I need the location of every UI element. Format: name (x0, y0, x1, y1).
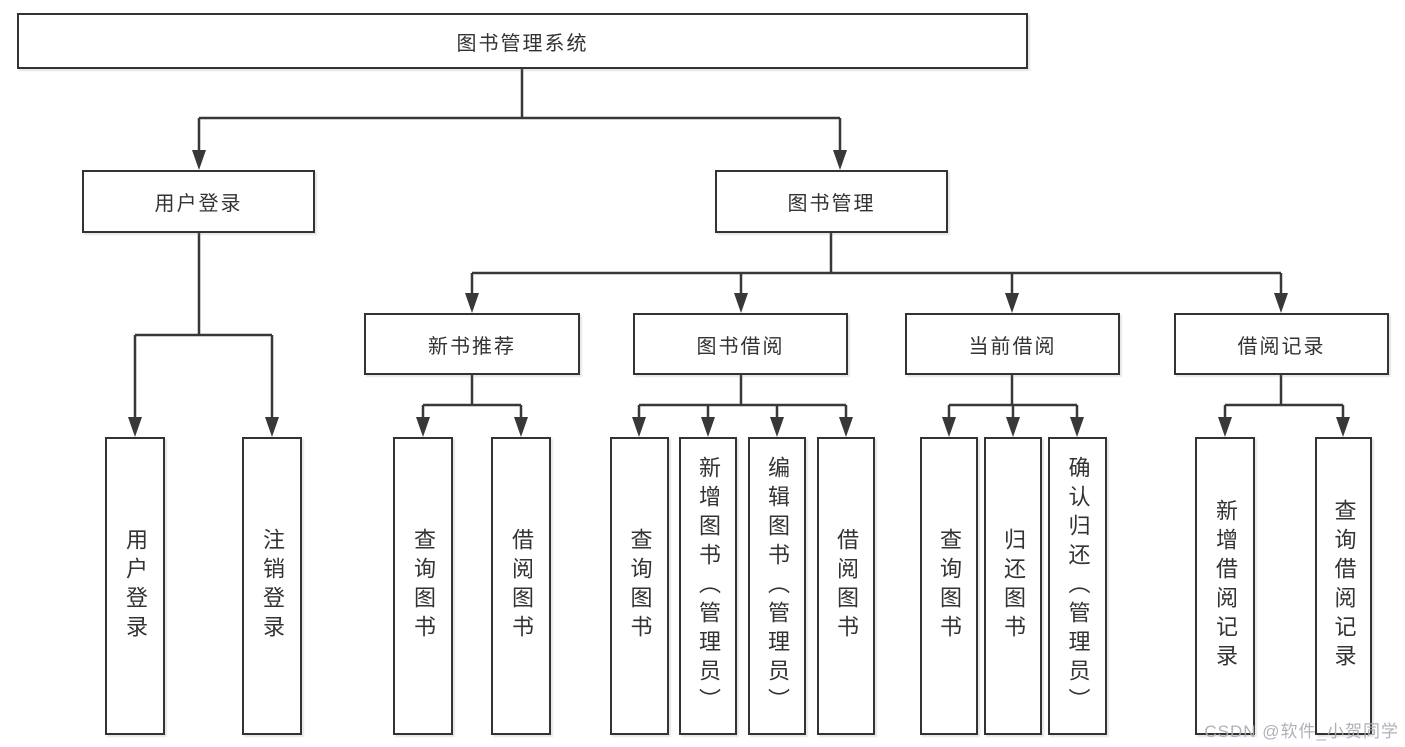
connector-current-borrow-children (947, 375, 1079, 420)
leaf-cb-confirm-return-admin: 确认归还（管理员） (1048, 437, 1107, 735)
node-root-system: 图书管理系统 (17, 13, 1028, 69)
leaf-bb-add-book-admin: 新增图书（管理员） (679, 437, 737, 735)
arrow-to-leaf-rec-borrow (514, 417, 528, 437)
node-book-management: 图书管理 (715, 170, 948, 233)
arrowheads (128, 150, 1350, 437)
arrow-to-book-borrow (734, 293, 748, 313)
arrow-to-book-mgmt (833, 150, 847, 170)
leaf-cb-query-book: 查询图书 (920, 437, 978, 735)
node-borrow-records: 借阅记录 (1174, 313, 1389, 375)
arrow-to-leaf-logout (265, 417, 279, 437)
node-new-book-recommend: 新书推荐 (364, 313, 580, 375)
arrow-to-leaf-bb-edit (770, 417, 784, 437)
node-current-borrow: 当前借阅 (905, 313, 1120, 375)
node-book-borrow: 图书借阅 (633, 313, 848, 375)
arrow-to-leaf-bb-query (632, 417, 646, 437)
csdn-watermark: CSDN @软件_小贺同学 (1204, 722, 1399, 741)
leaf-br-add-record: 新增借阅记录 (1195, 437, 1255, 735)
connector-root-to-level2 (197, 69, 842, 152)
arrow-to-current-borrow (1005, 293, 1019, 313)
leaf-br-query-record: 查询借阅记录 (1315, 437, 1372, 735)
arrow-to-leaf-cb-query (942, 417, 956, 437)
leaf-user-login: 用户登录 (105, 437, 165, 735)
arrow-to-leaf-br-add (1218, 417, 1232, 437)
arrow-to-borrow-records (1274, 293, 1288, 313)
connector-user-login-children (133, 233, 274, 420)
node-user-login: 用户登录 (82, 170, 315, 233)
connector-new-rec-children (421, 375, 523, 420)
leaf-bb-edit-book-admin: 编辑图书（管理员） (748, 437, 806, 735)
arrow-to-leaf-br-query (1336, 417, 1350, 437)
connector-book-borrow-children (637, 375, 848, 420)
leaf-cb-return-book: 归还图书 (984, 437, 1042, 735)
arrow-to-new-rec (465, 293, 479, 313)
leaf-logout: 注销登录 (242, 437, 302, 735)
arrow-to-leaf-bb-borrow (839, 417, 853, 437)
leaf-bb-query-book: 查询图书 (610, 437, 669, 735)
leaf-rec-borrow-book: 借阅图书 (491, 437, 551, 735)
arrow-to-leaf-rec-query (416, 417, 430, 437)
leaf-bb-borrow-book: 借阅图书 (817, 437, 875, 735)
arrow-to-leaf-login (128, 417, 142, 437)
connector-book-mgmt-children (470, 233, 1283, 296)
arrow-to-leaf-cb-confirm (1070, 417, 1084, 437)
connector-borrow-records-children (1223, 375, 1345, 420)
arrow-to-user-login (192, 150, 206, 170)
leaf-rec-query-book: 查询图书 (393, 437, 453, 735)
arrow-to-leaf-bb-add (701, 417, 715, 437)
arrow-to-leaf-cb-return (1006, 417, 1020, 437)
